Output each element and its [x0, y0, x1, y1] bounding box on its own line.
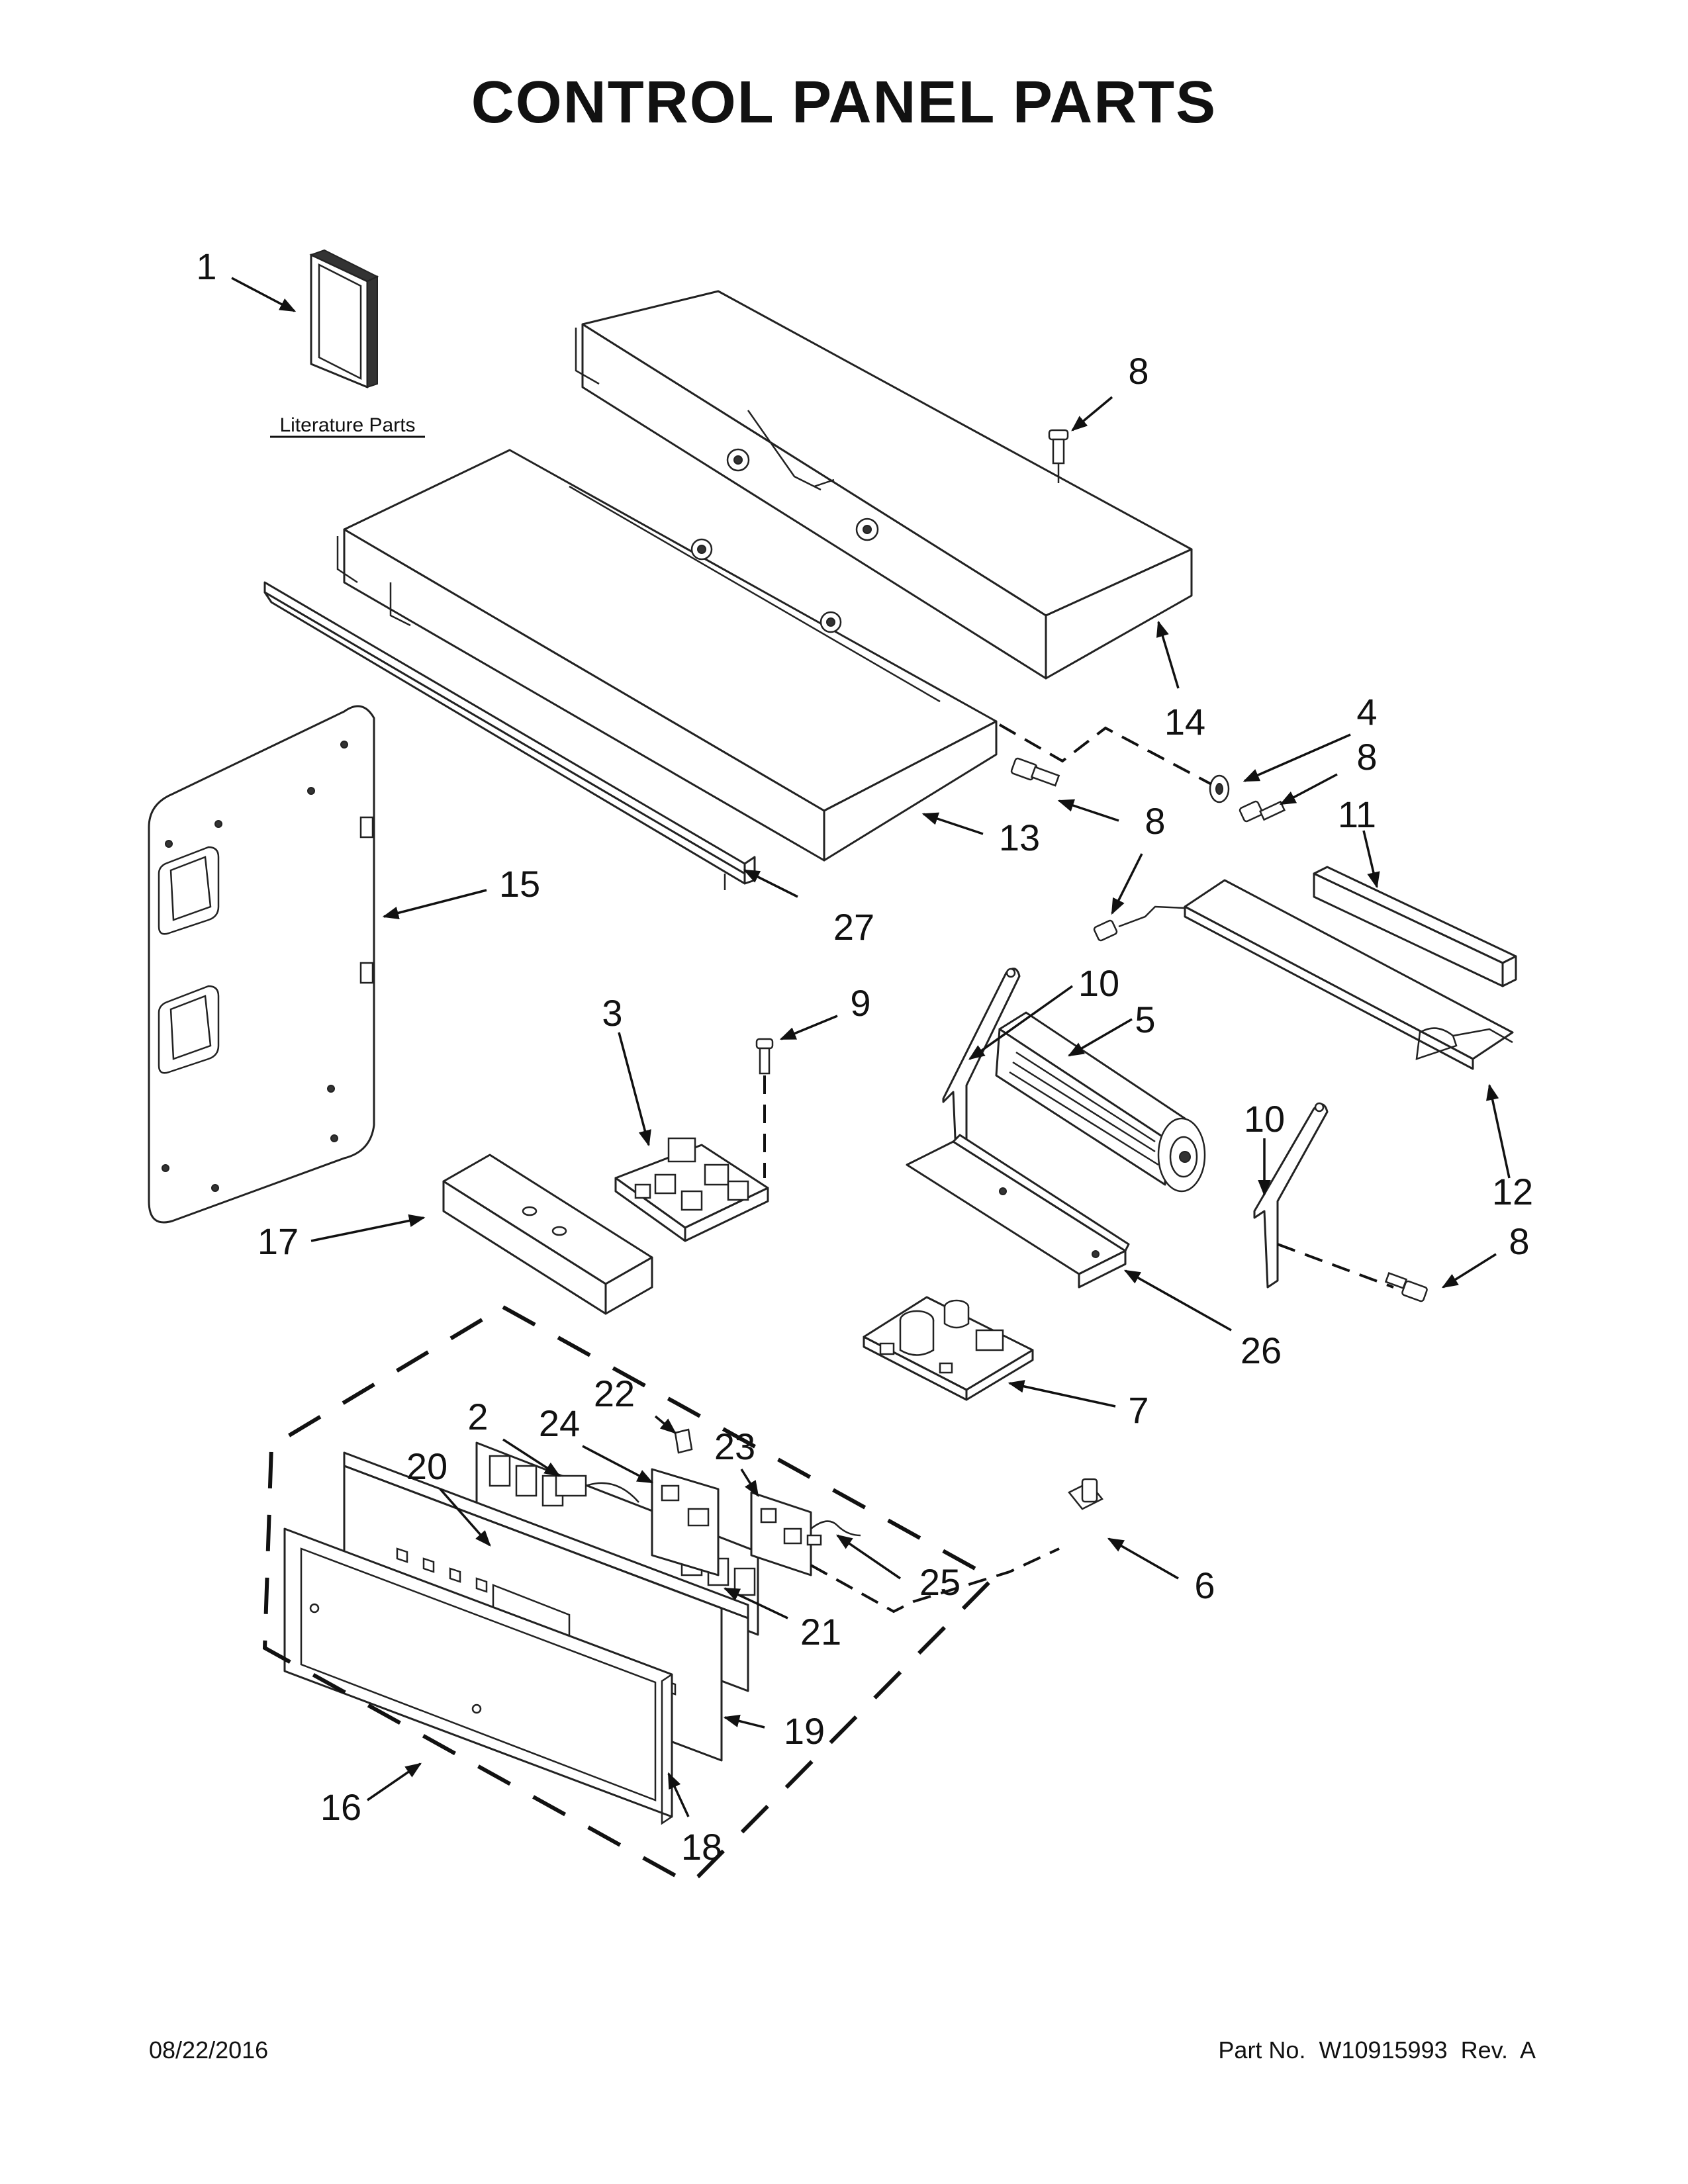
callout-6: 6 [1194, 1565, 1215, 1606]
callout-22: 22 [594, 1373, 635, 1414]
callout-8: 8 [1145, 800, 1165, 842]
callout-20: 20 [406, 1445, 447, 1487]
callout-15: 15 [499, 863, 540, 905]
plate-26 [906, 1134, 1130, 1289]
callout-5: 5 [1135, 999, 1155, 1040]
screw-9 [755, 1038, 774, 1178]
literature-booklet [309, 249, 379, 388]
page-title: CONTROL PANEL PARTS [471, 69, 1217, 136]
callout-10: 10 [1078, 962, 1119, 1004]
callout-17: 17 [258, 1220, 299, 1262]
footer-part-number: Part No. W10915993 Rev. A [1218, 2036, 1536, 2064]
screw-8-mid [1093, 905, 1186, 942]
harness-25 [806, 1520, 861, 1546]
lower-duct-13 [336, 449, 998, 862]
callout-1: 1 [196, 246, 216, 287]
callout-8: 8 [1509, 1220, 1529, 1262]
control-board-24 [651, 1468, 720, 1576]
callout-9: 9 [850, 982, 870, 1024]
callout-2: 2 [467, 1396, 488, 1437]
leader-lines [231, 277, 1511, 1817]
callouts: 1 8 14 4 8 11 8 13 15 27 3 9 10 5 10 12 … [196, 246, 1533, 1868]
callout-12: 12 [1492, 1171, 1533, 1212]
callout-18: 18 [681, 1826, 722, 1868]
callout-7: 7 [1128, 1389, 1149, 1431]
callout-3: 3 [602, 992, 622, 1034]
callout-27: 27 [833, 906, 874, 948]
callout-19: 19 [784, 1710, 825, 1752]
power-board-7 [863, 1296, 1034, 1401]
callout-13: 13 [999, 817, 1040, 858]
relay-board-3 [614, 1137, 769, 1242]
callout-8: 8 [1356, 736, 1377, 778]
upper-duct-14 [575, 290, 1193, 680]
bracket-10-right [1253, 1102, 1394, 1289]
bracket-12 [1184, 879, 1514, 1070]
callout-14: 14 [1164, 701, 1205, 743]
callout-4: 4 [1356, 691, 1377, 733]
screw-8-lower [1384, 1272, 1428, 1302]
screw-6 [1068, 1478, 1103, 1510]
washer-4 [1209, 774, 1230, 803]
side-panel-15 [148, 705, 375, 1224]
callout-16: 16 [320, 1786, 361, 1828]
callout-26: 26 [1241, 1330, 1282, 1371]
assembly-path-lower [810, 1547, 1060, 1614]
trim-18 [283, 1527, 673, 1825]
screw-8-duct [1010, 757, 1060, 787]
callout-10: 10 [1244, 1098, 1285, 1140]
callout-25: 25 [919, 1561, 961, 1603]
screw-8-bracket [1239, 800, 1286, 823]
cover-17 [442, 1154, 653, 1315]
assembly-path-top [998, 723, 1212, 786]
board-23 [750, 1491, 812, 1576]
clip-22 [674, 1428, 693, 1454]
callout-11: 11 [1338, 794, 1376, 835]
blower-fan-5 [995, 1011, 1206, 1193]
screw-8-top [1048, 429, 1069, 483]
callout-21: 21 [800, 1611, 841, 1653]
connector-2 [555, 1475, 639, 1503]
footer-date: 08/22/2016 [149, 2036, 268, 2064]
literature-label: Literature Parts [279, 414, 415, 436]
callout-24: 24 [539, 1402, 580, 1444]
gasket-11 [1313, 866, 1517, 987]
callout-8: 8 [1128, 350, 1149, 392]
callout-23: 23 [714, 1426, 755, 1467]
